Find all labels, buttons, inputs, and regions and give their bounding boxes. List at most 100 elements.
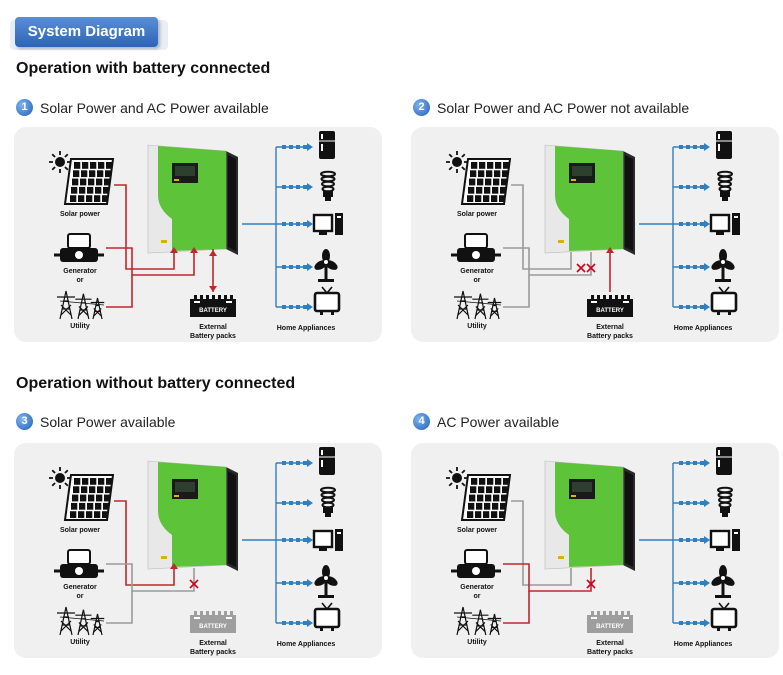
panel-cell bbox=[79, 502, 86, 510]
panel-cell bbox=[78, 511, 85, 518]
appliance-arrow bbox=[307, 459, 313, 467]
branch-marker bbox=[679, 185, 683, 189]
solar-arrow bbox=[170, 563, 178, 569]
panel-cell bbox=[499, 195, 506, 202]
panel-cell bbox=[502, 170, 509, 178]
panel-cell bbox=[468, 502, 475, 510]
system-diagram-banner: System Diagram bbox=[15, 17, 158, 47]
number-badge: 2 bbox=[413, 99, 430, 116]
panel-cell bbox=[478, 170, 485, 178]
solar-arrow bbox=[170, 247, 178, 253]
tower-wire bbox=[456, 616, 502, 622]
branch-marker bbox=[693, 538, 697, 542]
computer-icon bbox=[312, 213, 343, 235]
branch-marker bbox=[289, 461, 293, 465]
branch-marker bbox=[679, 538, 683, 542]
sun-ray bbox=[448, 153, 453, 158]
scenario-title: AC Power available bbox=[437, 413, 560, 430]
branch-marker bbox=[693, 185, 697, 189]
battery-terminal bbox=[621, 611, 624, 615]
battery-terminal bbox=[206, 611, 209, 615]
generator-icon bbox=[451, 233, 501, 262]
inverter-led bbox=[571, 179, 576, 181]
bulb-coil bbox=[717, 170, 733, 178]
sun-ray bbox=[448, 469, 453, 474]
fan-base bbox=[318, 595, 334, 598]
fridge-icon bbox=[716, 447, 732, 475]
branch-marker bbox=[303, 145, 307, 149]
fan-blade bbox=[719, 249, 727, 263]
panel-cell bbox=[485, 178, 492, 186]
branch-marker bbox=[700, 265, 704, 269]
branch-marker bbox=[693, 222, 697, 226]
battery-terminal bbox=[218, 295, 221, 299]
bulb-coil bbox=[717, 175, 733, 183]
bulb-base bbox=[323, 507, 333, 513]
battery-terminal bbox=[609, 295, 612, 299]
appliance-arrow bbox=[307, 536, 313, 544]
panel-cell bbox=[487, 162, 494, 169]
utility-connection bbox=[503, 275, 530, 308]
sun-ray bbox=[461, 166, 466, 171]
panel-cell bbox=[71, 502, 78, 510]
panel-cell bbox=[478, 486, 485, 494]
bulb-coil bbox=[320, 170, 336, 178]
fan-hub bbox=[720, 575, 726, 581]
panel-cell bbox=[82, 162, 89, 169]
ac-arrow bbox=[190, 247, 198, 253]
branch-marker bbox=[296, 185, 300, 189]
branch-marker bbox=[289, 538, 293, 542]
sun-ray bbox=[448, 482, 453, 487]
bulb-base bbox=[720, 191, 730, 197]
battery-caption: Battery packs bbox=[190, 649, 236, 656]
appliance-arrow bbox=[307, 303, 313, 311]
battery-caption: External bbox=[199, 324, 227, 331]
bulb-base bbox=[323, 191, 333, 197]
fridge-handle bbox=[321, 450, 323, 455]
panel-cell bbox=[80, 178, 87, 186]
branch-marker bbox=[289, 222, 293, 226]
computer-monitor bbox=[312, 213, 334, 233]
inverter-icon bbox=[147, 460, 238, 571]
sun-ray bbox=[64, 482, 69, 487]
panel-cell bbox=[106, 478, 113, 485]
inverter-screen bbox=[572, 166, 592, 176]
appliance-arrow bbox=[307, 263, 313, 271]
battery-arrow-down bbox=[209, 286, 217, 292]
panel-cell bbox=[495, 478, 502, 485]
fridge-handle bbox=[321, 144, 323, 151]
gen-top bbox=[67, 549, 91, 565]
inverter-icon bbox=[544, 460, 635, 571]
appliance-arrow bbox=[307, 499, 313, 507]
branch-marker bbox=[296, 581, 300, 585]
battery-terminal bbox=[200, 295, 203, 299]
inverter-tag bbox=[558, 556, 564, 559]
sun-ray bbox=[461, 482, 466, 487]
panel-cell bbox=[96, 494, 103, 502]
scenario-1-heading: 1 Solar Power and AC Power available bbox=[16, 99, 269, 116]
bulb-coil bbox=[717, 486, 733, 494]
gen-dial bbox=[472, 567, 480, 575]
computer-drive bbox=[734, 532, 738, 534]
branch-marker bbox=[679, 145, 683, 149]
computer-drive bbox=[337, 532, 341, 534]
tv-icon bbox=[313, 602, 341, 631]
sun-ray bbox=[64, 469, 69, 474]
bulb-screw bbox=[722, 197, 728, 201]
branch-marker bbox=[282, 581, 286, 585]
solar-panel-icon bbox=[460, 158, 512, 205]
branch-marker bbox=[296, 265, 300, 269]
panel-cell bbox=[483, 195, 490, 202]
bulb-coil bbox=[321, 496, 335, 504]
scenario-diagram: Solar powerGeneratororUtilityBATTERYExte… bbox=[446, 131, 740, 340]
panel-cell bbox=[95, 186, 102, 194]
branch-marker bbox=[303, 461, 307, 465]
panel-cell bbox=[494, 170, 501, 178]
branch-marker bbox=[686, 501, 690, 505]
branch-marker bbox=[693, 145, 697, 149]
battery-minus bbox=[226, 617, 232, 619]
battery-terminal bbox=[212, 611, 215, 615]
fridge-handle bbox=[718, 450, 720, 455]
